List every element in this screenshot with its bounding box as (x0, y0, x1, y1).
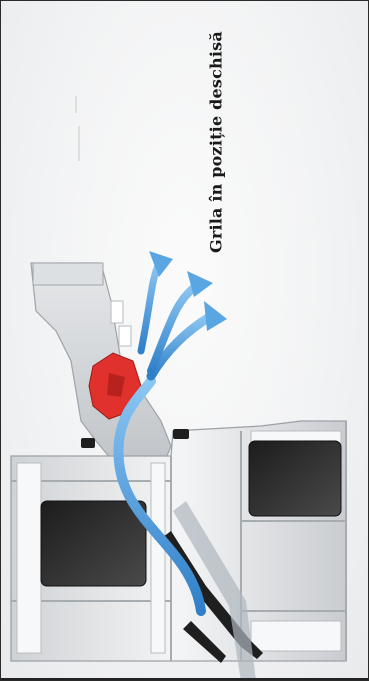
reinforcement-chamber-left (41, 501, 146, 586)
reinforcement-chamber-right (249, 441, 341, 516)
caption: Grila în poziție deschisă (206, 1, 226, 261)
background-marks (76, 96, 79, 161)
bottom-rule (1, 678, 368, 680)
